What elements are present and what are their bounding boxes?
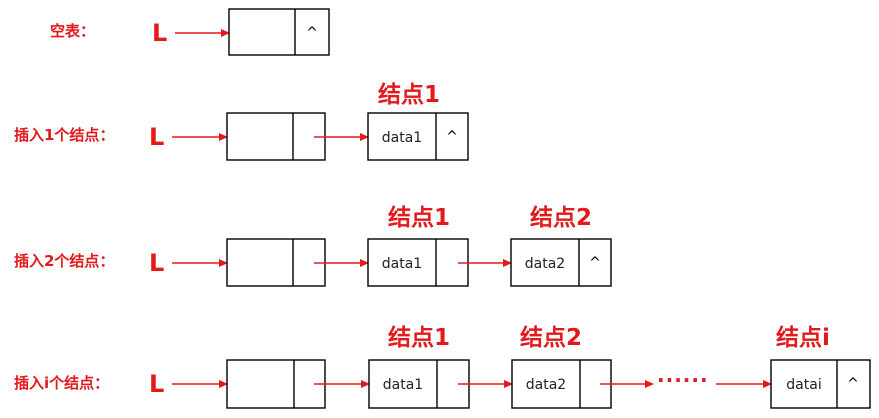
row-label: 插入2个结点： <box>14 252 114 270</box>
list-node: data1 <box>367 238 469 287</box>
pointer-L: L <box>149 123 164 151</box>
list-node: data1 <box>368 359 470 409</box>
node-box <box>510 238 612 287</box>
head-node <box>226 359 326 409</box>
node-data: data2 <box>526 377 566 393</box>
head-node-box <box>228 8 330 56</box>
null-pointer-caret: ^ <box>446 129 458 145</box>
head-node-box <box>226 238 326 287</box>
pointer-L: L <box>149 249 164 277</box>
list-node: data2 <box>511 359 612 409</box>
pointer-L: L <box>152 19 167 47</box>
list-node: data1 ^ <box>367 112 469 161</box>
node-title: 结点1 <box>378 82 440 108</box>
node-title: 结点i <box>776 325 830 351</box>
node-data: data1 <box>382 130 422 146</box>
node-title: 结点2 <box>520 325 582 351</box>
list-node: data2 ^ <box>510 238 612 287</box>
null-pointer-caret: ^ <box>306 25 318 41</box>
node-data: data1 <box>382 256 422 272</box>
head-node: ^ <box>228 8 330 56</box>
node-data: data1 <box>383 377 423 393</box>
row-empty-list: 空表： L ^ <box>50 8 330 56</box>
null-pointer-caret: ^ <box>589 255 601 271</box>
row-label: 空表： <box>50 22 95 40</box>
pointer-L: L <box>149 370 164 398</box>
node-title: 结点1 <box>388 325 450 351</box>
head-node-box <box>226 359 326 409</box>
row-label: 插入i个结点： <box>14 374 109 392</box>
row-label: 插入1个结点： <box>14 126 114 144</box>
node-box <box>367 112 469 161</box>
null-pointer-caret: ^ <box>847 376 859 392</box>
node-box <box>367 238 469 287</box>
head-node <box>226 112 326 161</box>
row-i-nodes: 插入i个结点： L 结点1 data1 结点2 data2 ······ 结点i… <box>14 325 871 409</box>
node-box <box>511 359 612 409</box>
node-box <box>368 359 470 409</box>
list-node: datai ^ <box>770 359 871 409</box>
ellipsis: ······ <box>657 368 709 392</box>
row-two-nodes: 插入2个结点： L 结点1 data1 结点2 data2 ^ <box>14 205 612 287</box>
node-title: 结点2 <box>530 205 592 231</box>
row-one-node: 插入1个结点： L 结点1 data1 ^ <box>14 82 469 161</box>
node-data: data2 <box>525 256 565 272</box>
node-title: 结点1 <box>388 205 450 231</box>
node-box <box>770 359 871 409</box>
head-node-box <box>226 112 326 161</box>
head-node <box>226 238 326 287</box>
node-data: datai <box>786 377 821 393</box>
